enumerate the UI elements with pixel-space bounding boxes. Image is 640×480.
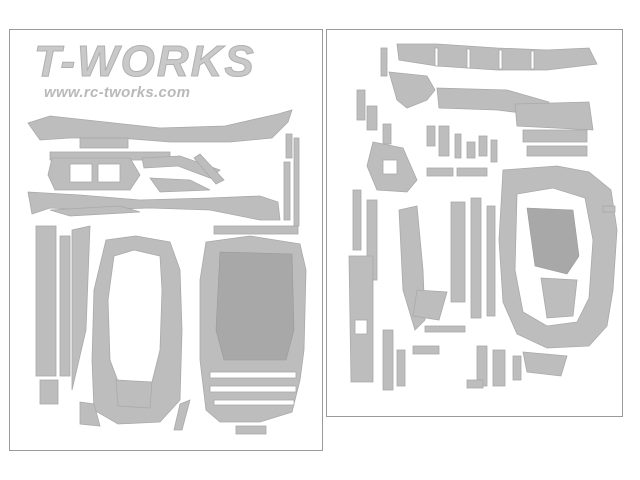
decal-vertical xyxy=(35,225,57,377)
decal-swoosh-top xyxy=(27,109,293,143)
decal-tab xyxy=(426,125,436,147)
decal-swoosh-lower xyxy=(27,191,281,221)
decal-strip xyxy=(522,351,568,377)
left-decal-shapes xyxy=(27,109,307,435)
decal-tab xyxy=(466,141,476,159)
decal-tab xyxy=(283,161,291,221)
decal-tab xyxy=(438,125,450,157)
decal-tab xyxy=(235,425,267,435)
decal-divider xyxy=(466,48,471,69)
decal-window-line xyxy=(209,385,297,393)
decal-vertical xyxy=(59,235,71,377)
decal-tab xyxy=(426,167,454,177)
decal-body-mid xyxy=(47,157,141,191)
decal-window-line xyxy=(213,399,295,406)
decal-inner xyxy=(115,379,153,409)
decal-vertical xyxy=(450,201,466,303)
decal-tab xyxy=(382,123,392,145)
decal-divider xyxy=(530,50,535,70)
decal-shell-cutout xyxy=(107,249,163,393)
decal-cutout xyxy=(97,163,121,183)
decal-tab xyxy=(366,105,378,131)
decal-tab xyxy=(293,137,300,227)
decal-divider xyxy=(498,49,503,70)
decal-strip xyxy=(173,399,191,431)
decal-block xyxy=(79,137,129,149)
decal-vertical xyxy=(71,225,91,391)
decal-tab xyxy=(492,349,506,387)
decal-tab xyxy=(382,329,394,391)
decal-cutout xyxy=(382,159,398,175)
brand-url: www.rc-tworks.com xyxy=(44,84,191,101)
decal-vertical xyxy=(486,205,496,317)
right-decal-sheet xyxy=(326,29,623,417)
decal-shell-dark xyxy=(526,207,580,275)
decal-block xyxy=(526,145,588,157)
decal-divider xyxy=(434,47,439,67)
decal-window xyxy=(215,251,295,361)
decal-cutout xyxy=(354,319,368,335)
left-decal-sheet: T-WORKS www.rc-tworks.com xyxy=(9,29,323,451)
decal-tab xyxy=(478,135,488,157)
decal-cutout xyxy=(69,163,93,183)
decal-tab xyxy=(602,205,616,213)
decal-strip xyxy=(193,153,225,185)
decal-tab xyxy=(412,345,440,355)
decal-tab xyxy=(512,355,522,381)
right-decal-shapes xyxy=(348,43,618,391)
decal-vertical xyxy=(39,379,59,405)
decal-tab xyxy=(424,325,466,333)
decal-tab xyxy=(285,133,293,159)
decal-block xyxy=(348,255,374,383)
decal-tab xyxy=(213,225,299,235)
decal-shell-inner xyxy=(540,277,578,319)
decal-tab xyxy=(396,349,406,387)
decal-tab xyxy=(466,379,484,389)
brand-logo: T-WORKS xyxy=(34,37,256,86)
decal-strip xyxy=(79,401,101,427)
decal-block xyxy=(522,129,588,143)
decal-tab xyxy=(490,139,498,163)
decal-vertical xyxy=(470,197,482,319)
decal-tab xyxy=(356,89,366,121)
decal-strip xyxy=(388,71,436,109)
decal-strip xyxy=(514,101,594,131)
decal-vertical xyxy=(352,189,362,251)
decal-tab xyxy=(380,47,388,77)
decal-window-line xyxy=(209,371,297,379)
decal-strip xyxy=(141,155,221,179)
decal-strip xyxy=(412,289,448,321)
decal-strip xyxy=(149,177,211,193)
decal-strip xyxy=(49,205,141,217)
decal-tab xyxy=(456,167,488,177)
decal-tab xyxy=(454,133,462,159)
decal-arc-top xyxy=(396,43,598,71)
